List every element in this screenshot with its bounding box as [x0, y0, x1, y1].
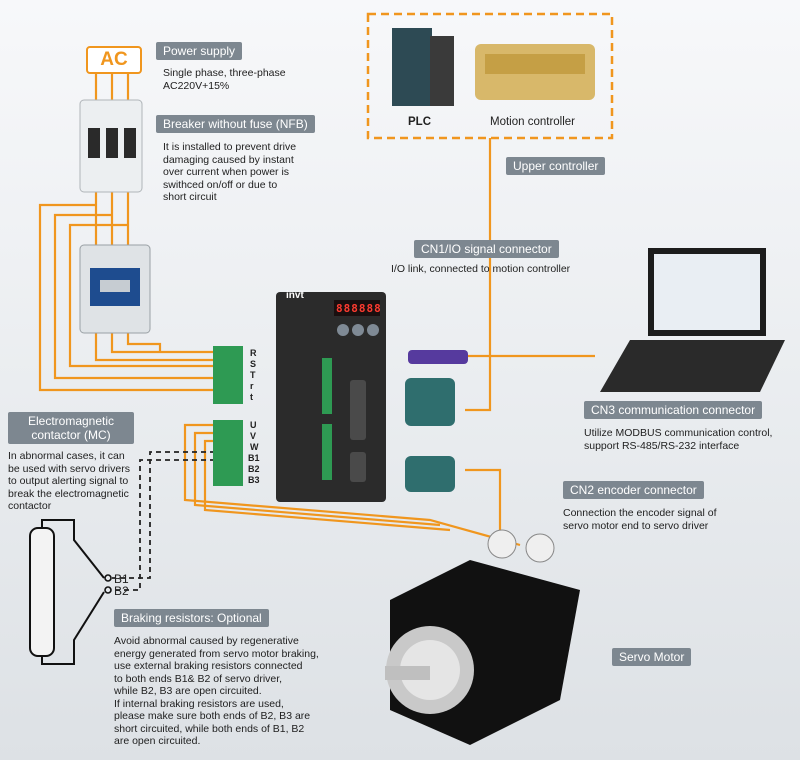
- laptop: [600, 248, 785, 392]
- servo-motor-device: [385, 529, 580, 745]
- terminal-b1: B1: [248, 453, 260, 463]
- connectors: [405, 350, 468, 492]
- breaker-device: [79, 99, 143, 193]
- ac-symbol: AC: [86, 46, 142, 74]
- plc-label: PLC: [408, 116, 431, 128]
- terminal-v: V: [250, 431, 257, 441]
- terminal-b2: B2: [248, 464, 260, 474]
- breaker-title: Breaker without fuse (NFB): [156, 115, 315, 133]
- cn3-title: CN3 communication connector: [584, 401, 763, 419]
- braking-wires: [112, 451, 215, 591]
- braking-resistor: [29, 519, 112, 665]
- cn3-desc: Utilize MODBUS communication control,sup…: [584, 427, 773, 452]
- terminal-w: W: [250, 442, 259, 452]
- drive-display: 888888: [336, 302, 382, 315]
- cn2-title: CN2 encoder connector: [563, 481, 704, 499]
- terminal-r: R: [250, 348, 257, 358]
- motion-controller-device: [475, 44, 595, 100]
- terminal-b3: B3: [248, 475, 260, 485]
- terminal-r-small: r: [250, 381, 254, 391]
- servo-drive: [276, 292, 386, 502]
- motion-controller-label: Motion controller: [490, 116, 576, 128]
- contactor-device: [79, 244, 151, 334]
- b2-label: B2: [114, 584, 129, 598]
- terminal-s: S: [250, 359, 257, 369]
- braking-title: Braking resistors: Optional: [114, 609, 269, 627]
- terminal-t-small: t: [250, 392, 253, 402]
- upper-controller-title: Upper controller: [506, 157, 606, 175]
- terminal-u: U: [250, 420, 257, 430]
- b1-label: B1: [114, 572, 129, 586]
- cn1-desc: I/O link, connected to motion controller: [391, 263, 571, 275]
- upper-controller-frame: [366, 12, 614, 140]
- power-terminal-block: [213, 346, 243, 404]
- plc-device: [392, 28, 454, 106]
- motor-terminal-block: [213, 420, 243, 486]
- drive-brand: invt: [286, 290, 304, 301]
- terminal-t: T: [250, 370, 256, 380]
- servo-motor-title: Servo Motor: [612, 648, 692, 666]
- power-supply-title: Power supply: [156, 42, 243, 60]
- cn1-title: CN1/IO signal connector: [414, 240, 559, 258]
- power-wires: [38, 70, 595, 547]
